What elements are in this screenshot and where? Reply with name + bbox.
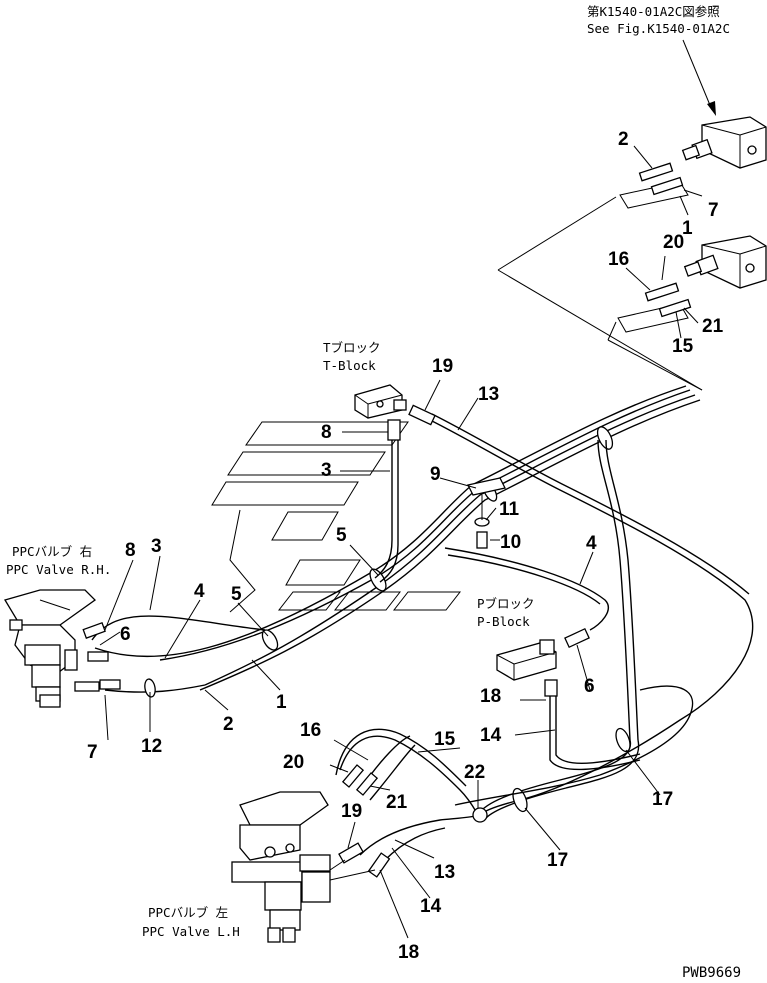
p-block-hose [444, 547, 641, 771]
bundle-clamps [144, 426, 614, 698]
callout-5-rh: 5 [231, 584, 242, 605]
callout-11: 11 [499, 499, 520, 520]
callout-8-rh: 8 [125, 540, 136, 561]
upper-manifold [681, 116, 767, 169]
figure-code: PWB9669 [682, 965, 741, 981]
callout-18-lower: 18 [398, 942, 419, 963]
p-block-label-jp: Pブロック [477, 596, 535, 611]
reference-note-jp: 第K1540-01A2C図参照 [587, 4, 720, 19]
callout-7-rh: 7 [87, 742, 98, 763]
ppc-valve-lh-label-en: PPC Valve L.H [142, 924, 240, 939]
callout-17-right: 17 [652, 789, 673, 810]
callout-6-p-block: 6 [584, 676, 595, 697]
callout-2-upper: 2 [618, 129, 629, 150]
callout-numbers: 2 7 1 20 16 21 15 19 13 8 3 9 11 10 5 4 … [87, 129, 724, 963]
callout-12: 12 [141, 736, 162, 757]
callout-21-upper: 21 [702, 316, 724, 337]
ppc-valve-rh-label-en: PPC Valve R.H. [6, 562, 111, 577]
clamp-plate [467, 477, 506, 549]
callout-14-p-block: 14 [480, 725, 502, 746]
ppc-valve-lh [231, 791, 331, 943]
callout-7-upper: 7 [708, 200, 719, 221]
callout-5-center: 5 [336, 525, 347, 546]
callout-13-upper: 13 [478, 384, 499, 405]
lower-hoses [335, 728, 601, 861]
callout-16-lower: 16 [300, 720, 321, 741]
callout-14-lower: 14 [420, 896, 442, 917]
t-block-hose [374, 419, 401, 583]
callout-3-t-block: 3 [321, 460, 332, 481]
ppc-valve-lh-label-jp: PPCバルブ 左 [148, 905, 228, 920]
callout-4-right: 4 [586, 533, 597, 554]
callout-15-lower: 15 [434, 729, 456, 750]
callout-15-upper: 15 [672, 336, 694, 357]
callout-21-lower: 21 [386, 792, 408, 813]
reference-note-en: See Fig.K1540-01A2C [587, 21, 730, 36]
callout-1-upper: 1 [682, 218, 693, 239]
callout-1-rh: 1 [276, 692, 287, 713]
callout-3-rh: 3 [151, 536, 162, 557]
long-return-hose [408, 404, 754, 816]
callout-13-lower: 13 [434, 862, 455, 883]
t-block [354, 384, 407, 419]
callout-19-lower: 19 [341, 801, 362, 822]
leader-lines [99, 145, 703, 939]
callout-2-rh: 2 [223, 714, 234, 735]
callout-16-upper: 16 [608, 249, 629, 270]
callout-4-rh: 4 [194, 581, 205, 602]
lower-manifold [683, 235, 767, 289]
exploded-fittings [497, 162, 703, 391]
callout-18-p-block: 18 [480, 686, 501, 707]
p-block-label-en: P-Block [477, 614, 530, 629]
callout-19-upper: 19 [432, 356, 453, 377]
background-stripes [211, 421, 462, 613]
t-block-label-jp: Tブロック [323, 340, 381, 355]
t-block-label-en: T-Block [323, 358, 376, 373]
p-block [496, 627, 590, 697]
callout-20-upper: 20 [663, 232, 684, 253]
ppc-valve-rh-label-jp: PPCバルブ 右 [12, 544, 92, 559]
callout-6-rh: 6 [120, 624, 131, 645]
reference-pointer [682, 39, 716, 116]
callout-8-t-block: 8 [321, 422, 332, 443]
callout-10: 10 [500, 532, 521, 553]
callout-22: 22 [464, 762, 485, 783]
callout-20-lower: 20 [283, 752, 304, 773]
callout-17-lower: 17 [547, 850, 568, 871]
ppc-valve-rh [4, 589, 121, 708]
lower-fittings [329, 764, 391, 881]
callout-9: 9 [430, 464, 441, 485]
